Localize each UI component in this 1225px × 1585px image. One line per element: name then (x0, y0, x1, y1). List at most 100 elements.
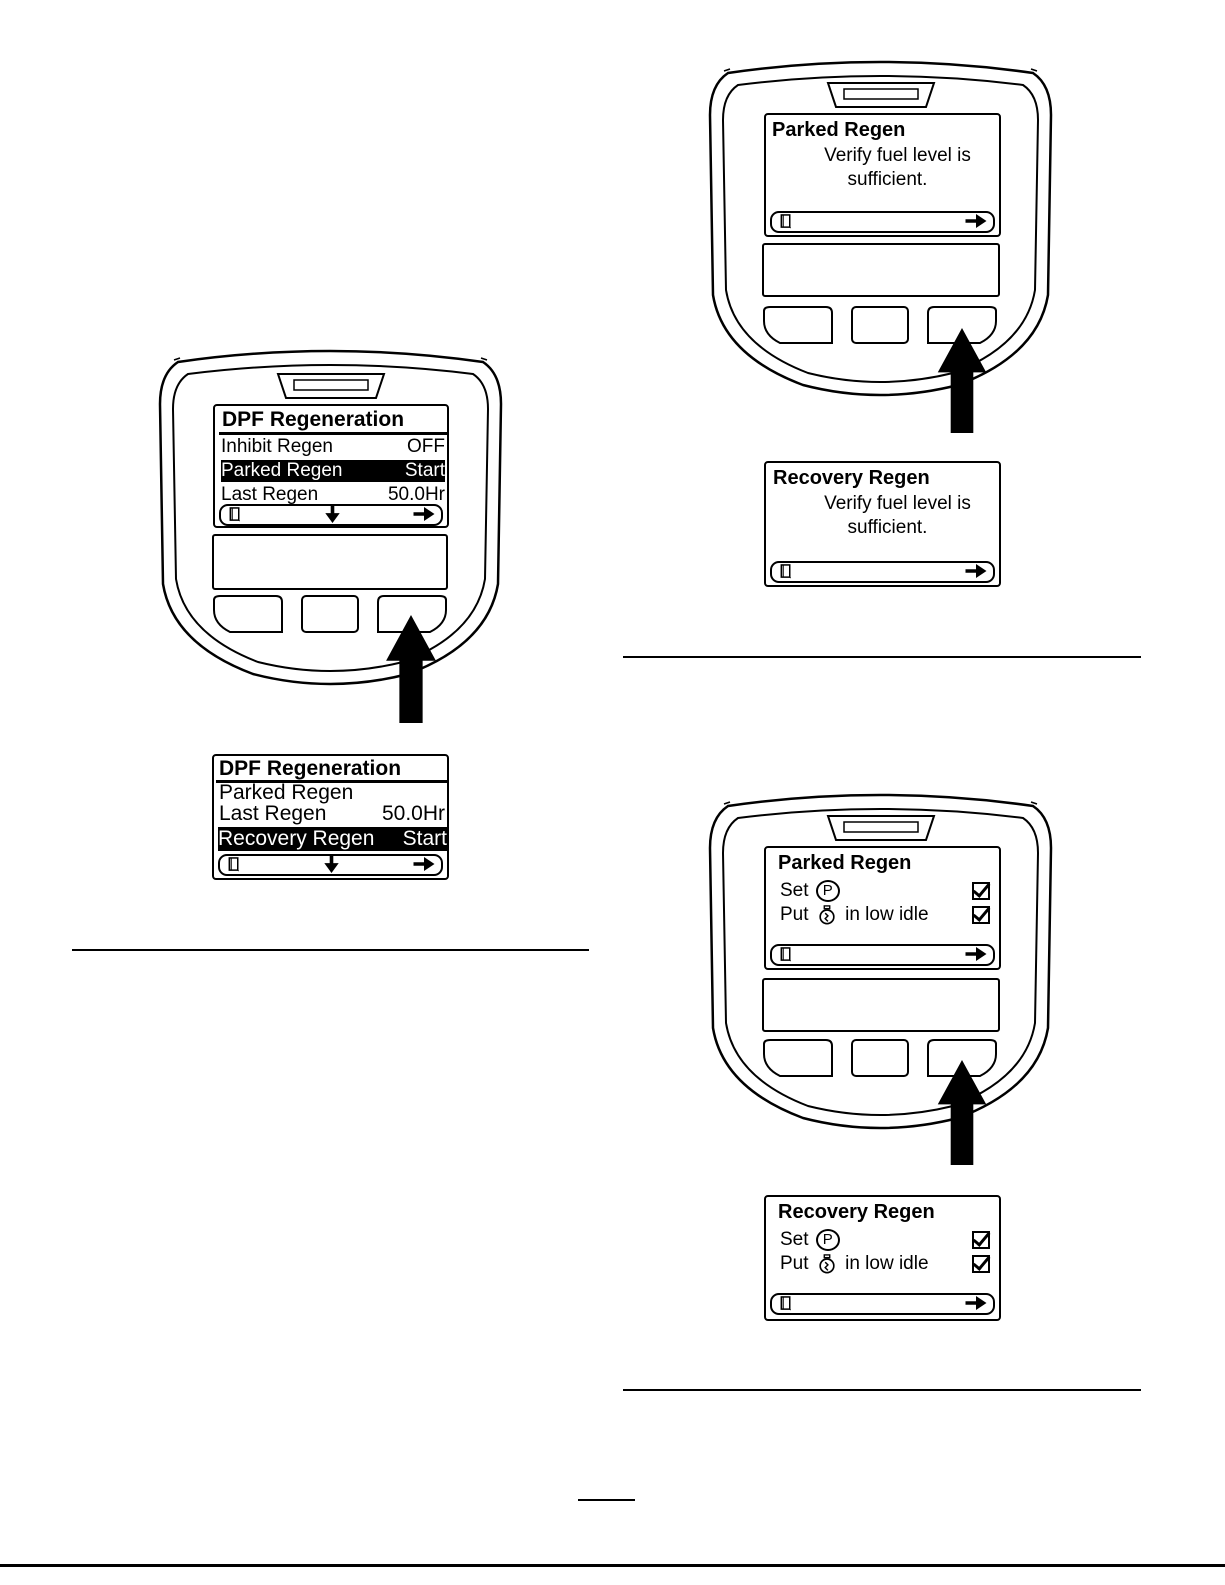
lcd-screen: Parked Regen Verify fuel level is suffic… (764, 113, 1001, 237)
menu-row-inhibit-regen[interactable]: Inhibit Regen OFF (221, 436, 445, 458)
engine-icon (818, 1254, 836, 1274)
button-row (763, 1039, 997, 1077)
secondary-display (762, 243, 1000, 297)
title-underline (219, 432, 447, 435)
secondary-display (212, 534, 448, 590)
row-value: 50.0Hr (387, 484, 445, 505)
nav-bar (219, 504, 443, 526)
right-arrow-icon[interactable] (965, 564, 987, 578)
page-number-rule (578, 1499, 635, 1501)
screen-title: Parked Regen (772, 119, 906, 141)
center-button[interactable] (851, 1039, 909, 1077)
book-icon[interactable] (780, 947, 792, 962)
step-low-idle: Put in low idle (780, 904, 929, 926)
screen-title: DPF Regeneration (219, 757, 402, 780)
step-suffix: in low idle (845, 1253, 929, 1274)
screen-title: DPF Regeneration (222, 408, 405, 431)
press-arrow (932, 328, 992, 433)
engine-icon (818, 905, 836, 925)
row-value: Start (404, 460, 445, 481)
screen-title: Parked Regen (778, 852, 912, 874)
button-row (213, 595, 447, 633)
right-arrow-icon[interactable] (965, 214, 987, 228)
right-button[interactable] (927, 1039, 997, 1077)
left-button[interactable] (213, 595, 283, 633)
center-button[interactable] (851, 306, 909, 344)
display-unit-fig1: DPF Regeneration Inhibit Regen OFF Parke… (158, 344, 503, 689)
indicator-light (826, 815, 936, 841)
menu-row-parked-regen[interactable]: Parked Regen (219, 781, 445, 805)
row-label: Recovery Regen (218, 827, 375, 850)
right-button[interactable] (377, 595, 447, 633)
row-label: Last Regen (219, 802, 327, 825)
nav-bar (770, 211, 995, 233)
left-button[interactable] (763, 1039, 833, 1077)
right-arrow-icon[interactable] (413, 507, 435, 521)
message-line-1: Verify fuel level is (824, 493, 971, 514)
row-value: 50.0Hr (381, 802, 445, 825)
row-label: Inhibit Regen (221, 436, 333, 457)
row-value: Start (402, 827, 447, 850)
right-arrow-icon[interactable] (965, 947, 987, 961)
lcd-screen: DPF Regeneration Inhibit Regen OFF Parke… (213, 404, 449, 528)
book-icon[interactable] (780, 1296, 792, 1311)
nav-bar (218, 854, 443, 876)
checkbox-checked-icon[interactable] (972, 882, 990, 900)
callout-screen-fig2: Recovery Regen Verify fuel level is suff… (764, 461, 1001, 587)
step-label: Put (780, 1253, 809, 1274)
message-line-1: Verify fuel level is (824, 145, 971, 166)
display-unit-fig3: Parked Regen Set P Put in low idle (708, 788, 1053, 1133)
step-label: Put (780, 904, 809, 925)
row-label: Parked Regen (221, 460, 343, 481)
checkbox-checked-icon[interactable] (972, 906, 990, 924)
right-arrow-icon[interactable] (965, 1296, 987, 1310)
down-arrow-icon[interactable] (324, 855, 339, 873)
screen-title: Recovery Regen (778, 1201, 935, 1223)
nav-bar (770, 944, 995, 966)
secondary-display (762, 978, 1000, 1032)
book-icon[interactable] (229, 507, 241, 522)
figure-divider (623, 656, 1141, 658)
center-button[interactable] (301, 595, 359, 633)
step-suffix: in low idle (845, 904, 929, 925)
down-arrow-icon[interactable] (325, 505, 340, 523)
step-set-brake: Set P (780, 1229, 842, 1251)
row-value: OFF (407, 436, 445, 457)
row-label: Parked Regen (219, 781, 354, 804)
callout-screen-fig1: DPF Regeneration Parked Regen Last Regen… (212, 754, 449, 880)
checkbox-checked-icon[interactable] (972, 1255, 990, 1273)
menu-row-recovery-regen[interactable]: Recovery Regen Start (218, 827, 447, 851)
right-button[interactable] (927, 306, 997, 344)
figure-divider (72, 949, 589, 951)
left-button[interactable] (763, 306, 833, 344)
step-low-idle: Put in low idle (780, 1253, 929, 1275)
row-label: Last Regen (221, 484, 319, 505)
screen-title: Recovery Regen (773, 467, 930, 489)
callout-screen-fig3: Recovery Regen Set P Put in low idle (764, 1195, 1001, 1321)
book-icon[interactable] (780, 214, 792, 229)
parking-brake-icon: P (815, 880, 840, 902)
figure-divider (623, 1389, 1141, 1391)
indicator-light (276, 373, 386, 399)
button-row (763, 306, 997, 344)
menu-row-last-regen[interactable]: Last Regen 50.0Hr (219, 802, 445, 826)
step-label: Set (780, 880, 809, 902)
step-set-brake: Set P (780, 880, 842, 902)
nav-bar (770, 1293, 995, 1315)
book-icon[interactable] (780, 564, 792, 579)
press-arrow (381, 615, 441, 723)
display-unit-fig2: Parked Regen Verify fuel level is suffic… (708, 55, 1053, 400)
menu-row-last-regen[interactable]: Last Regen 50.0Hr (221, 484, 445, 506)
step-label: Set (780, 1229, 809, 1251)
press-arrow (932, 1060, 992, 1165)
book-icon[interactable] (228, 857, 240, 872)
parking-brake-icon: P (815, 1229, 840, 1251)
title-underline (216, 780, 447, 783)
lcd-screen: Parked Regen Set P Put in low idle (764, 846, 1001, 970)
checkbox-checked-icon[interactable] (972, 1231, 990, 1249)
message-line-2: sufficient. (847, 169, 928, 190)
menu-row-parked-regen[interactable]: Parked Regen Start (221, 460, 445, 482)
right-arrow-icon[interactable] (413, 857, 435, 871)
page-bottom-rule (0, 1564, 1225, 1567)
nav-bar (770, 561, 995, 583)
